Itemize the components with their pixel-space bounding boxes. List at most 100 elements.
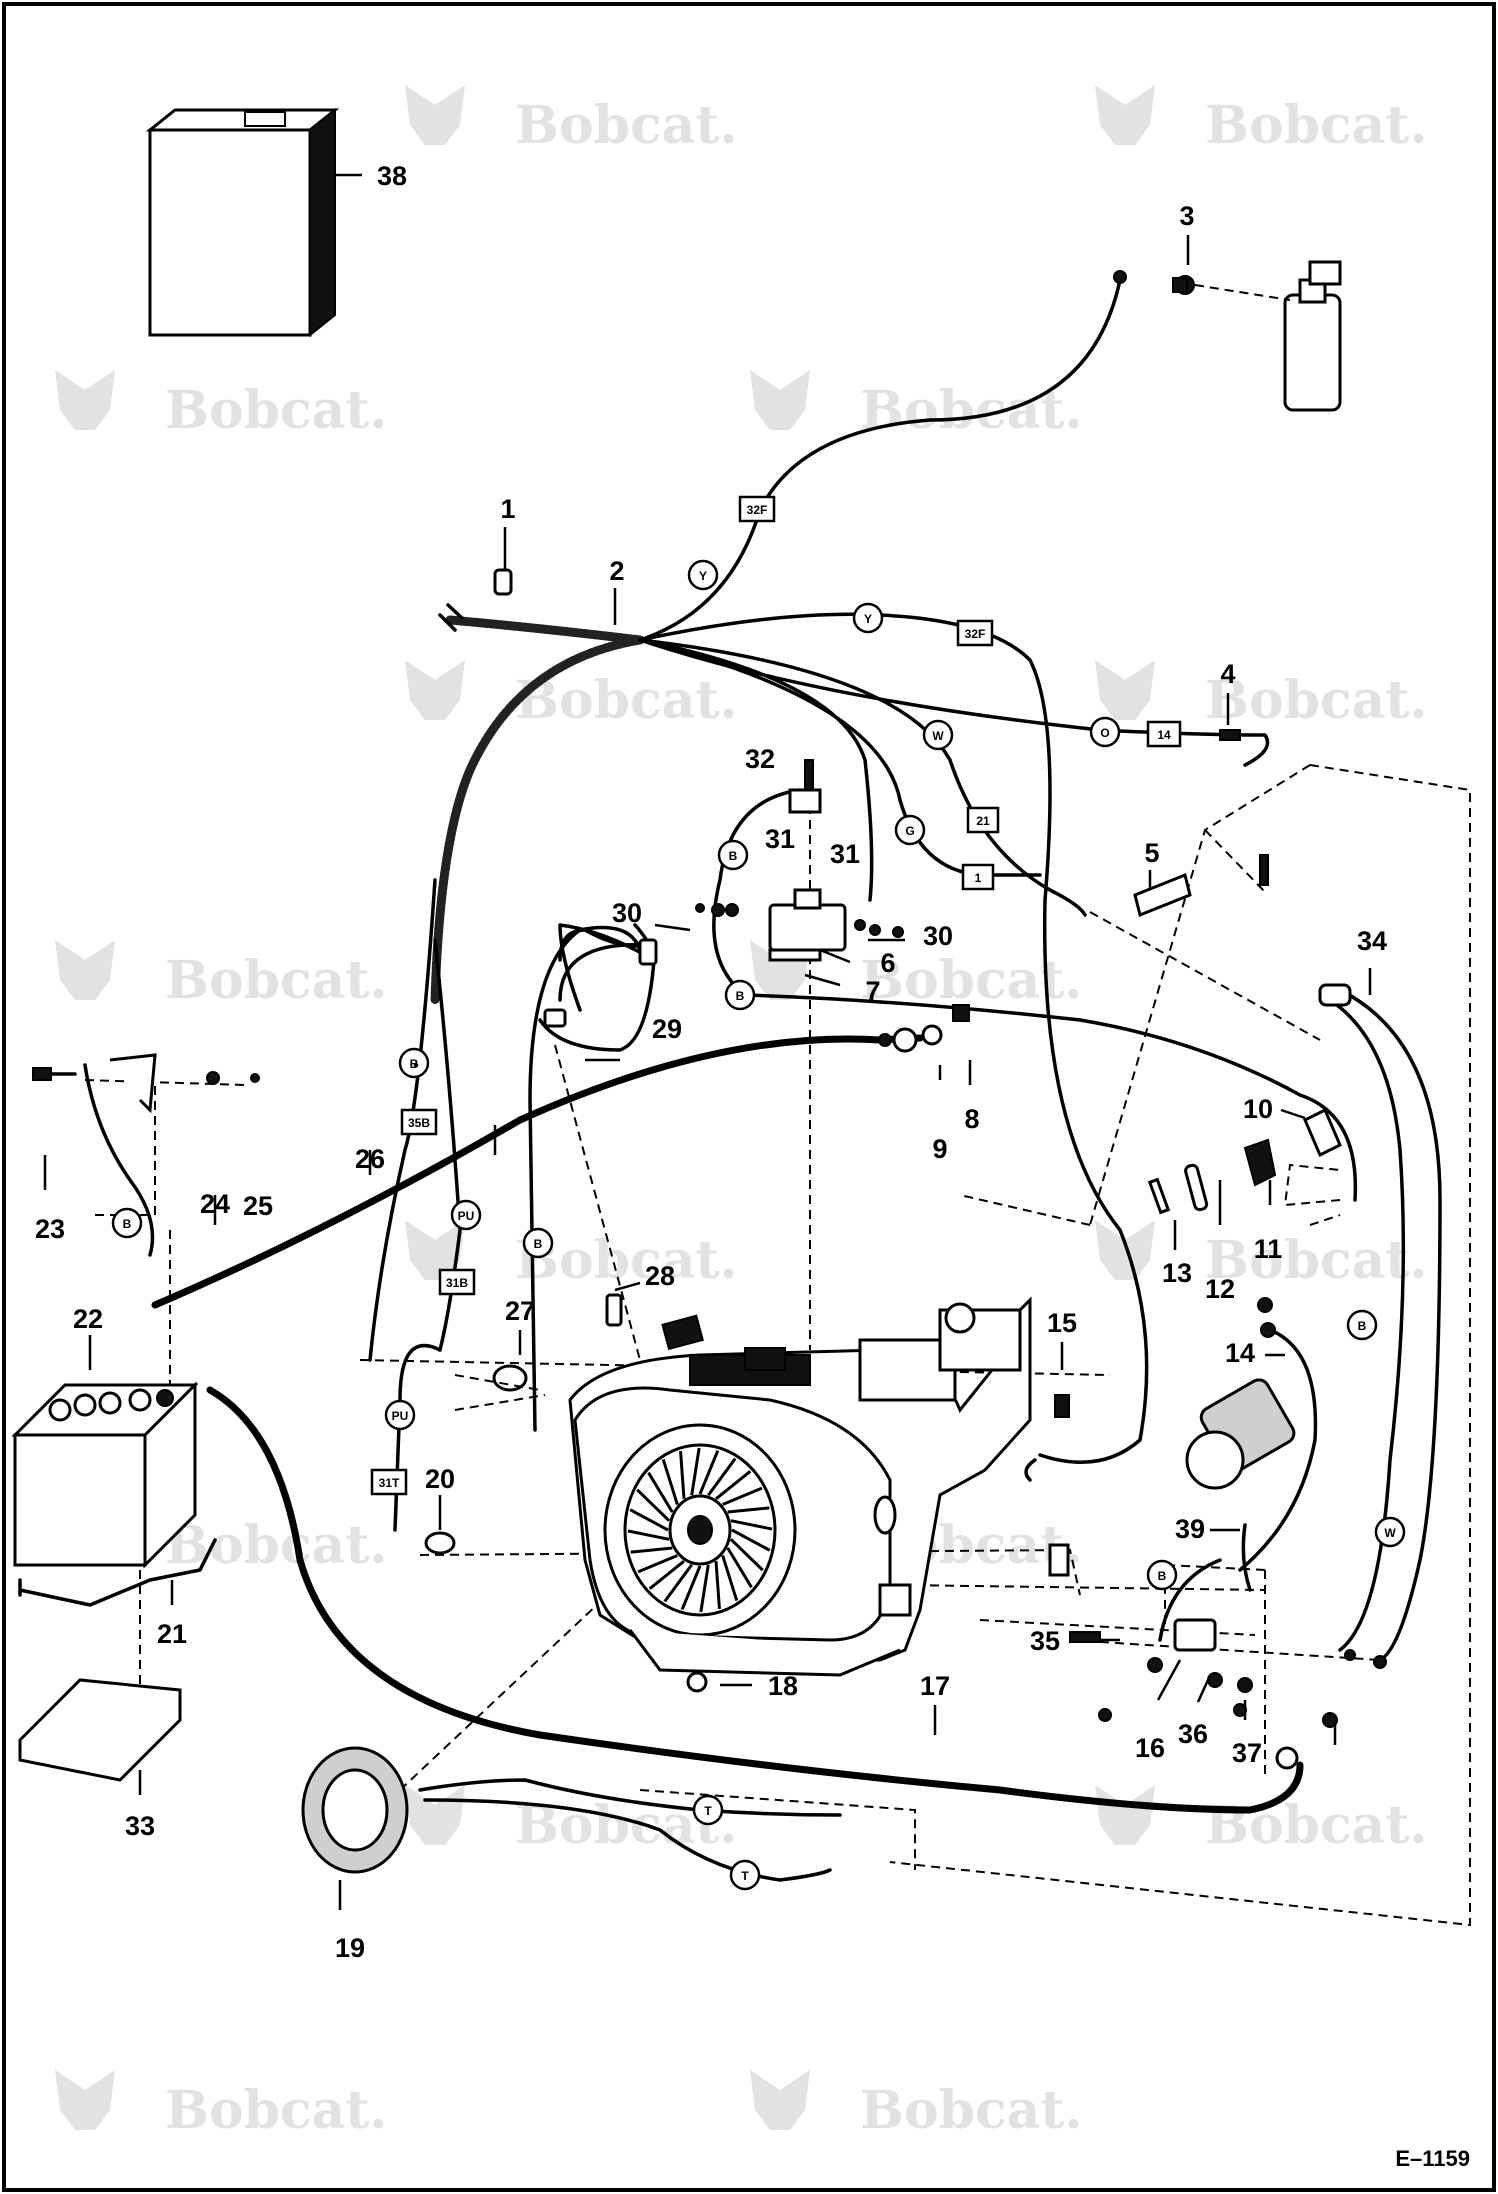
flywheel-fin <box>690 1447 701 1496</box>
assembly-line-16 <box>1164 1563 1266 1630</box>
callout-16: 16 <box>1135 1733 1165 1763</box>
wire-29-lower <box>538 943 657 1052</box>
bobcat-watermark: Bobcat. <box>1095 1785 1427 1856</box>
oil-sender-28 <box>605 1293 623 1327</box>
ignition-coil-3 <box>1113 260 1342 412</box>
wire-15 <box>1024 1458 1037 1482</box>
switch-11 <box>1243 1138 1277 1187</box>
wire-tag-b-7: B <box>398 1047 430 1079</box>
bobcat-logo-icon <box>750 2070 810 2130</box>
wire-b-27 <box>528 925 642 1432</box>
svg-text:T: T <box>704 1804 712 1818</box>
wire-29-upper <box>558 923 647 1012</box>
callout-27: 27 <box>505 1296 535 1326</box>
bobcat-logo-icon <box>405 660 465 720</box>
tray-33 <box>18 1678 182 1782</box>
bobcat-logo-icon <box>1095 1785 1155 1845</box>
flywheel-fin <box>714 1561 721 1610</box>
bobcat-watermark: Bobcat. <box>1095 1220 1427 1291</box>
wire-tag-b-3: B <box>111 1207 143 1239</box>
fuse-holder-12 <box>1184 1163 1209 1212</box>
flywheel-fin <box>715 1470 752 1500</box>
callout-29: 29 <box>652 1014 682 1044</box>
svg-text:14: 14 <box>1157 728 1171 742</box>
svg-text:32F: 32F <box>747 503 768 517</box>
bobcat-logo-icon <box>55 370 115 430</box>
callout-4: 4 <box>1220 659 1235 689</box>
main-harness <box>430 615 645 1005</box>
bobcat-logo-icon <box>1095 660 1155 720</box>
svg-text:Y: Y <box>864 612 872 626</box>
wire-31t <box>393 1343 442 1532</box>
bobcat-logo-icon <box>55 940 115 1000</box>
callout-32: 32 <box>745 744 775 774</box>
bobcat-watermark: Bobcat. <box>55 370 387 441</box>
wire-tag-y-lower: Y <box>852 602 884 634</box>
callout-31-left: 31 <box>765 824 795 854</box>
wire-tag-32f-upper: 32F <box>738 495 776 523</box>
flywheel-fin <box>627 1529 670 1541</box>
screw-32 <box>788 759 822 814</box>
wire-starter-14 <box>1238 1328 1318 1572</box>
callout-35: 35 <box>1030 1626 1060 1656</box>
callout-8: 8 <box>964 1104 979 1134</box>
svg-text:1: 1 <box>975 871 982 885</box>
wire-tag-21: 21 <box>966 806 1000 834</box>
bobcat-logo-icon <box>405 1785 465 1845</box>
svg-text:B: B <box>736 989 745 1003</box>
bobcat-watermark: Bobcat. <box>405 85 737 156</box>
terminal-37 <box>1275 1712 1338 1770</box>
callout-30-right: 30 <box>923 921 953 951</box>
wire-tag-b-1: B <box>717 839 749 871</box>
assembly-line-regulator <box>1283 1163 1341 1207</box>
watermark-brand: Bobcat. <box>515 95 737 156</box>
assembly-line-stator-wires <box>639 1789 916 1870</box>
flywheel-fin <box>663 1563 693 1603</box>
flywheel-fin <box>698 1449 720 1495</box>
bobcat-watermark: Bobcat. <box>1095 660 1427 731</box>
svg-text:B: B <box>534 1237 543 1251</box>
resistor-10 <box>1303 1107 1342 1158</box>
flywheel-fin <box>721 1555 739 1601</box>
callout-30-left: 30 <box>612 898 642 928</box>
flywheel-fin <box>731 1528 771 1552</box>
bobcat-logo-icon <box>1095 85 1155 145</box>
callout-21: 21 <box>157 1619 187 1649</box>
callout-33: 33 <box>125 1811 155 1841</box>
wire-tag-35b: 35B <box>400 1108 438 1136</box>
flywheel-fin <box>729 1538 764 1572</box>
battery-cables <box>151 1034 1304 1814</box>
bobcat-watermark: Bobcat. <box>750 2070 1082 2141</box>
wire-battery-ground <box>83 1063 155 1257</box>
assembly-line-cable34 <box>1089 911 1321 1041</box>
wire-29-mid <box>558 928 652 962</box>
watermark-brand: Bobcat. <box>165 380 387 441</box>
bobcat-watermark: Bobcat. <box>405 1785 737 1856</box>
callout-11: 11 <box>1254 1234 1283 1264</box>
svg-text:B: B <box>1158 1569 1167 1583</box>
svg-text:T: T <box>741 1869 749 1883</box>
fuse-13 <box>1147 1177 1171 1215</box>
solenoid-16 <box>1069 1618 1253 1722</box>
callout-10: 10 <box>1243 1094 1273 1124</box>
flywheel-fin <box>722 1486 763 1506</box>
flywheel-fin <box>707 1457 737 1497</box>
callout-31-right: 31 <box>830 839 860 869</box>
wire-harness-branch-b <box>433 938 462 1352</box>
battery-22 <box>11 1381 199 1569</box>
harness-end-connector <box>438 603 464 632</box>
svg-text:B: B <box>1358 1319 1367 1333</box>
flywheel-fin <box>661 1459 679 1505</box>
flywheel-fins <box>627 1447 773 1613</box>
svg-text:W: W <box>1384 1526 1396 1540</box>
engine-assembly <box>568 1296 1070 1677</box>
nut-8 <box>952 1004 970 1022</box>
connector-34 <box>1318 983 1352 1007</box>
watermark-brand: Bobcat. <box>1205 670 1427 731</box>
wire-code-tags: Y Y B B B B B B <box>111 495 1406 1891</box>
wire-tag-31t: 31T <box>370 1468 408 1496</box>
callout-5: 5 <box>1144 838 1159 868</box>
wire-21 <box>638 638 1087 917</box>
bobcat-logo-icon <box>1095 1220 1155 1280</box>
